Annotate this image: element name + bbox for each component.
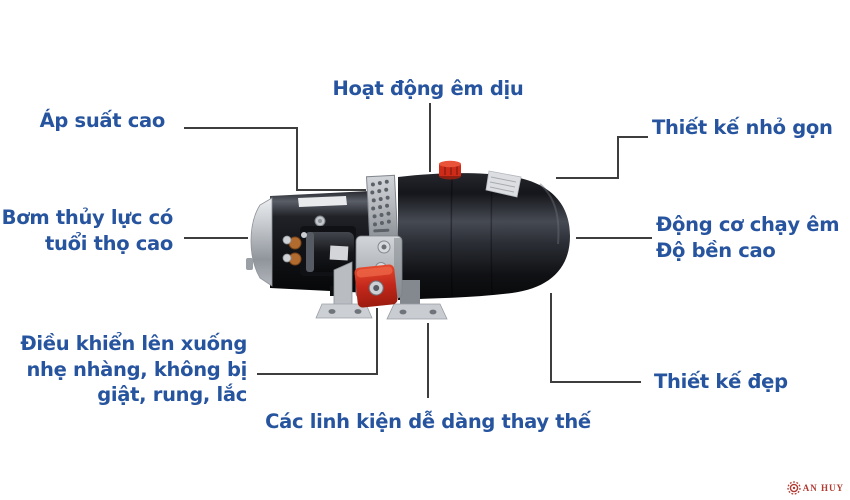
leader-beautiful-design [550, 293, 641, 383]
logo: AN HUY [787, 481, 844, 495]
callout-quiet-durable-motor: Động cơ chạy êm Độ bền cao [656, 213, 840, 262]
callout-high-pressure: Áp suất cao [39, 109, 166, 132]
callout-easy-replacement: Các linh kiện dễ dàng thay thế [265, 410, 591, 433]
callout-long-life-pump: Bơm thủy lực có tuổi thọ cao [1, 206, 174, 255]
logo-gear-icon [787, 481, 801, 495]
leader-compact-design [556, 136, 648, 179]
oil-tank [398, 173, 570, 300]
logo-text: AN HUY [802, 483, 844, 493]
mounting-bracket-left [315, 261, 373, 319]
mounting-bracket-right [386, 280, 448, 320]
leader-smooth-control [257, 308, 378, 375]
callout-compact-design: Thiết kế nhỏ gọn [652, 116, 833, 139]
callout-smooth-control: Điều khiển lên xuống nhẹ nhàng, không bị… [20, 332, 247, 407]
callout-smooth-operation: Hoạt động êm dịu [332, 77, 524, 100]
control-valve [354, 264, 398, 308]
tank-label-sticker [485, 170, 522, 198]
leader-high-pressure [184, 127, 366, 191]
leader-lines [184, 103, 652, 398]
filler-cap-icon [439, 160, 461, 180]
callout-beautiful-design: Thiết kế đẹp [654, 370, 788, 393]
copper-terminals [282, 232, 307, 266]
machine-group [246, 160, 570, 320]
motor-end-cap [246, 197, 273, 287]
manifold-plate [365, 174, 399, 240]
